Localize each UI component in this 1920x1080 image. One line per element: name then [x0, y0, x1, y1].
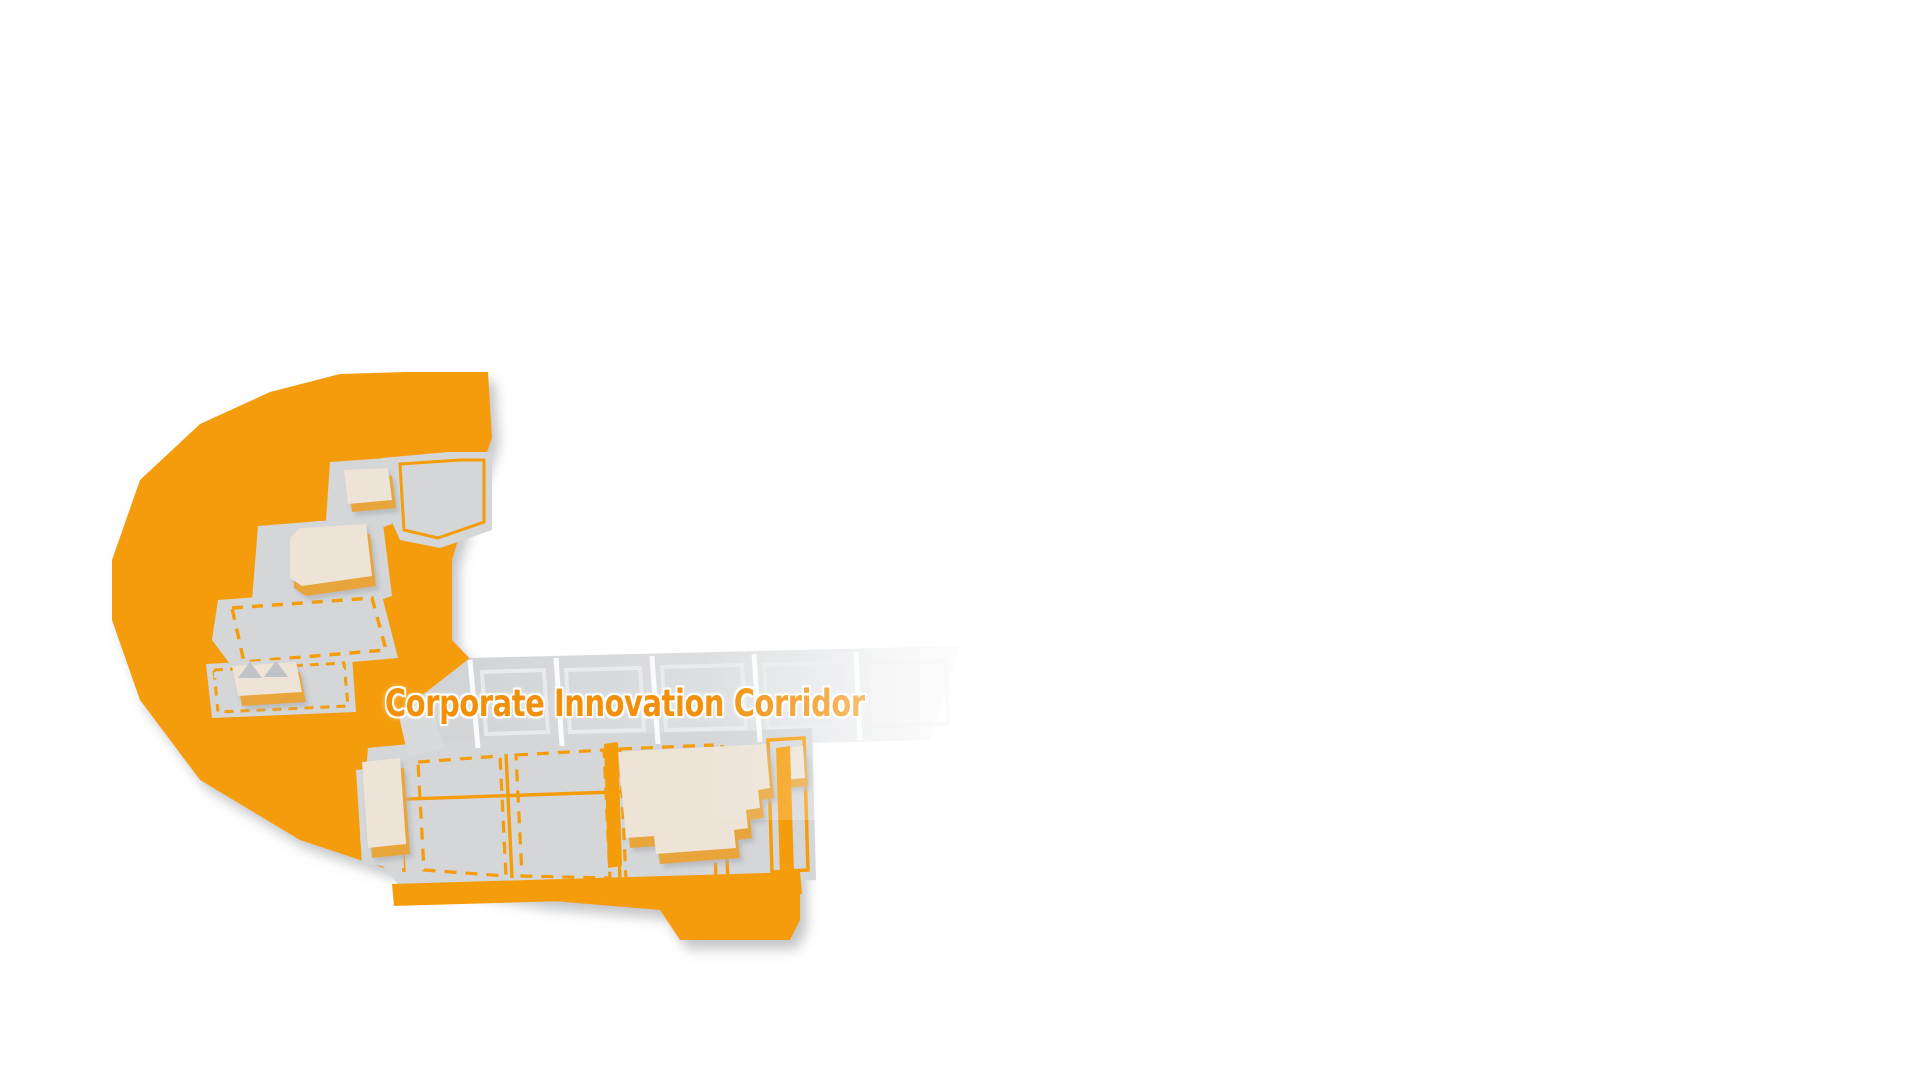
building-footprint[interactable] — [232, 661, 306, 706]
building-footprint[interactable] — [344, 468, 396, 512]
building-footprint[interactable] — [290, 524, 376, 596]
parcel-marker — [214, 672, 240, 704]
connector-road — [398, 700, 444, 756]
parcel-block[interactable] — [382, 452, 492, 548]
parcel-block[interactable] — [212, 588, 398, 672]
building-footprint[interactable] — [362, 758, 410, 858]
parcel-marker — [318, 668, 344, 702]
